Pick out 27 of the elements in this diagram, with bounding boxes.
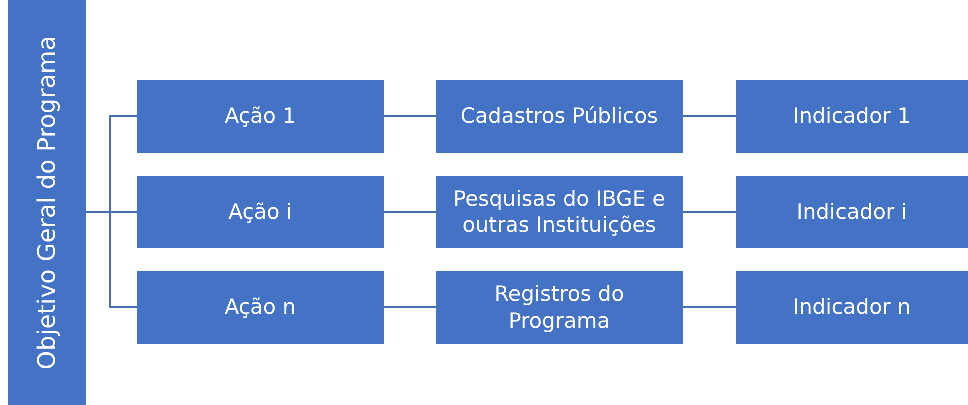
node-label: Pesquisas do IBGE e outras Instituições xyxy=(452,186,666,238)
process-box xyxy=(137,271,384,344)
connector-line xyxy=(683,116,736,118)
connector-line xyxy=(384,211,436,213)
node-label: Indicador i xyxy=(796,198,908,226)
objective-bar xyxy=(8,0,86,405)
connector-line xyxy=(683,306,736,308)
process-box xyxy=(137,80,384,153)
connector-line xyxy=(86,212,137,308)
node-label: Cadastros Públicos xyxy=(460,103,658,130)
connector-line xyxy=(683,211,736,213)
process-box xyxy=(436,80,683,153)
process-box xyxy=(137,176,384,248)
node-label: Indicador n xyxy=(793,294,911,321)
connector-line xyxy=(384,116,436,118)
node-label: Registros do Programa xyxy=(494,281,626,334)
node-label: Ação 1 xyxy=(224,103,296,130)
process-box xyxy=(736,80,968,153)
connector-line xyxy=(384,306,436,308)
node-label: Indicador 1 xyxy=(793,103,911,130)
node-label: Ação n xyxy=(224,294,296,321)
node-label: Objetivo Geral do Programa xyxy=(32,36,62,370)
process-box xyxy=(736,176,968,248)
node-label: Ação i xyxy=(228,198,292,226)
process-box xyxy=(436,176,683,248)
process-box xyxy=(436,271,683,344)
process-box xyxy=(736,271,968,344)
